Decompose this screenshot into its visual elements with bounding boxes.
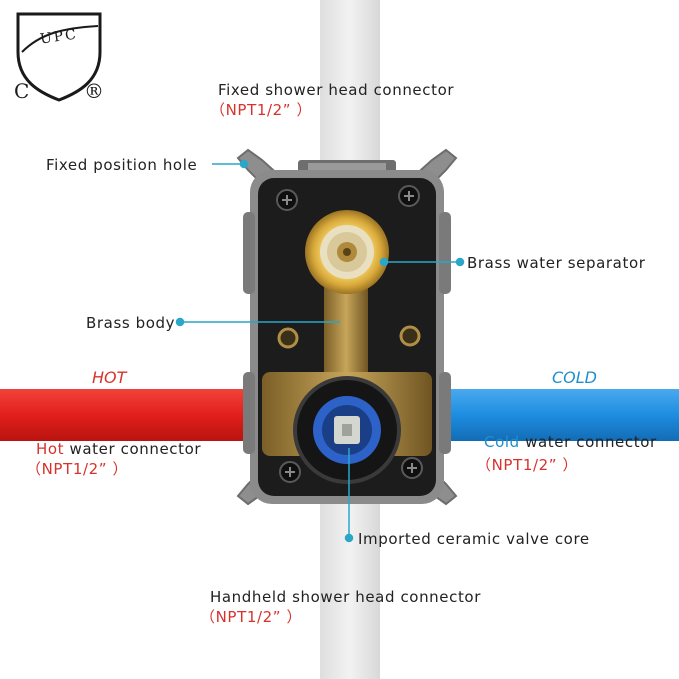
cold-tag: COLD [552,368,597,387]
hot-spec: （NPT1/2” ） [26,460,129,478]
cold-rest: water connector [519,433,657,451]
cold-connector-label: Cold water connector [484,433,657,451]
separator-label: Brass water separator [467,254,646,272]
hot-word: Hot [36,440,65,458]
upc-shield-logo [16,12,102,102]
cold-spec: （NPT1/2” ） [476,456,579,474]
fixed-head-title: Fixed shower head connector [218,81,455,99]
cold-pipe [440,389,679,441]
hot-rest: water connector [64,440,202,458]
housing-screws [276,185,423,483]
handheld-spec: （NPT1/2” ） [200,608,303,626]
hot-connector-label: Hot water connector [36,440,201,458]
fixed-hole-label: Fixed position hole [46,156,198,174]
body-label: Brass body [86,314,176,332]
valve-core-label: Imported ceramic valve core [358,530,590,548]
csa-letter: C [14,79,30,103]
registered-symbol: ® [84,79,105,103]
leader-lines [175,159,465,543]
cold-word: Cold [484,433,520,451]
hot-pipe [0,389,262,441]
handheld-title: Handheld shower head connector [210,588,481,606]
fixed-head-spec: （NPT1/2” ） [210,101,313,119]
hot-tag: HOT [92,368,127,387]
